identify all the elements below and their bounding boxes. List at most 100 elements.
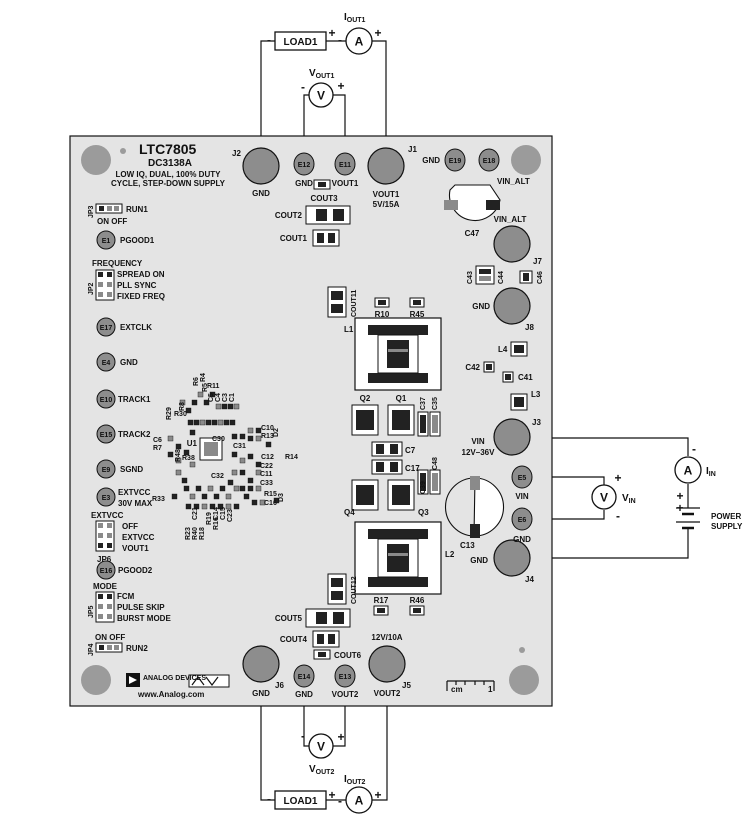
- c44-ref: C44: [498, 271, 505, 284]
- c21-ref: C21: [192, 507, 199, 520]
- jumper-jp2[interactable]: [95, 269, 115, 301]
- jp6-ref: JP6: [97, 555, 112, 564]
- c22-ref: C22: [260, 463, 273, 470]
- connector-j3[interactable]: [493, 418, 531, 456]
- ammeter-iout2-symbol: A: [355, 794, 364, 808]
- connector-j2[interactable]: [242, 147, 280, 185]
- testpoint-e4[interactable]: [96, 352, 116, 372]
- connector-j6[interactable]: [242, 645, 280, 683]
- jp3-run: RUN1: [126, 205, 148, 214]
- jumper-jp3[interactable]: [95, 203, 123, 214]
- connector-j8[interactable]: [493, 287, 531, 325]
- smd-passive-pad: [255, 427, 262, 434]
- jp5-ref: JP5: [88, 605, 95, 618]
- smd-passive-pad: [193, 419, 200, 426]
- voltmeter-vin-symbol: V: [600, 491, 608, 505]
- external-wiring: [260, 40, 689, 801]
- testpoint-e18[interactable]: [478, 148, 500, 172]
- e5-ref: E5: [518, 475, 527, 482]
- smd-passive-pad: [223, 419, 230, 426]
- smd-passive-pad: [217, 503, 224, 510]
- smd-passive-pad: [215, 403, 222, 410]
- smd-passive-pad: [183, 485, 190, 492]
- smd-passive-pad: [239, 433, 246, 440]
- ammeter-iout1-symbol: A: [355, 35, 364, 49]
- load1-bottom-plus: +: [328, 788, 335, 802]
- jumper-jp4[interactable]: [95, 642, 123, 653]
- voltmeter-vout2-symbol: V: [317, 740, 325, 754]
- voltmeter-vout2: [308, 733, 334, 759]
- smd-passive-pad: [171, 493, 178, 500]
- e3-label-2: 30V MAX: [118, 499, 153, 508]
- load1-top-label: LOAD1: [284, 37, 318, 48]
- smd-passive-pad: [167, 451, 174, 458]
- e9-ref: E9: [102, 467, 111, 474]
- cout1-ref: COUT1: [280, 234, 308, 243]
- r4-ref: R4: [200, 373, 207, 382]
- connector-j7[interactable]: [493, 225, 531, 263]
- l1-ref: L1: [344, 325, 354, 334]
- connector-j5[interactable]: [368, 645, 406, 683]
- testpoint-e19[interactable]: [444, 148, 466, 172]
- testpoint-e13[interactable]: [334, 664, 356, 688]
- smd-passive-pad: [209, 503, 216, 510]
- testpoint-e17[interactable]: [96, 317, 116, 337]
- jumper-jp5[interactable]: [95, 591, 115, 623]
- testpoint-e5[interactable]: [511, 465, 533, 489]
- connector-j4[interactable]: [493, 539, 531, 577]
- r48-ref: R48: [175, 449, 182, 462]
- j7-label: VIN_ALT: [494, 215, 527, 224]
- ammeter-iout2: [345, 786, 373, 814]
- testpoint-e6[interactable]: [511, 507, 533, 531]
- testpoint-e3[interactable]: [96, 487, 116, 507]
- e16-label: PGOOD2: [118, 566, 153, 575]
- cout5-ref: COUT5: [275, 614, 303, 623]
- r19-ref: R19: [206, 512, 213, 525]
- vout1-plus: +: [337, 79, 344, 93]
- e19-ref: E19: [449, 158, 462, 165]
- testpoint-e15[interactable]: [96, 424, 116, 444]
- jp2-heading: FREQUENCY: [92, 259, 143, 268]
- smd-passive-pad: [191, 399, 198, 406]
- smd-passive-pad: [247, 477, 254, 484]
- ammeter-bottom-minus: -: [338, 794, 342, 808]
- q3-ref: Q3: [418, 508, 429, 517]
- connector-j1[interactable]: [367, 147, 405, 185]
- vout1-minus: -: [301, 80, 305, 94]
- testpoint-e10[interactable]: [96, 389, 116, 409]
- jumper-jp6[interactable]: [95, 520, 115, 552]
- smd-passive-pad: [221, 403, 228, 410]
- d2-ref: D2: [273, 428, 280, 437]
- supply-plus-1: +: [676, 489, 683, 503]
- c7-ref: C7: [405, 446, 416, 455]
- testpoint-e1[interactable]: [96, 230, 116, 250]
- q4-ref: Q4: [344, 508, 355, 517]
- board-title: LTC7805: [139, 141, 197, 157]
- testpoint-e16[interactable]: [96, 560, 116, 580]
- supply-plus-2: +: [676, 501, 683, 515]
- smd-passive-pad: [199, 419, 206, 426]
- r45-ref: R45: [410, 310, 425, 319]
- ammeter-iin: [674, 456, 702, 484]
- c35-ref: C35: [432, 397, 439, 410]
- testpoint-e12[interactable]: [293, 152, 315, 176]
- q1-ref: Q1: [396, 394, 407, 403]
- power-supply-line2: SUPPLY: [711, 522, 743, 531]
- e17-ref: E17: [100, 325, 113, 332]
- cout12-ref: COUT12: [351, 576, 358, 604]
- jp5-heading: MODE: [93, 582, 118, 591]
- smd-passive-pad: [179, 399, 186, 406]
- testpoint-e11[interactable]: [334, 152, 356, 176]
- capacitor-c13: [444, 476, 505, 538]
- smd-passive-pad: [181, 477, 188, 484]
- inductor-l2: [354, 521, 442, 595]
- load1-top-plus: +: [328, 26, 335, 40]
- analog-devices-logo: [126, 673, 230, 688]
- smd-passive-pad: [213, 493, 220, 500]
- testpoint-e9[interactable]: [96, 459, 116, 479]
- jp4-ref: JP4: [88, 643, 95, 656]
- testpoint-e14[interactable]: [293, 664, 315, 688]
- jp2-ref: JP2: [88, 282, 95, 295]
- j7-ref: J7: [533, 257, 542, 266]
- c13-ref: C13: [460, 541, 475, 550]
